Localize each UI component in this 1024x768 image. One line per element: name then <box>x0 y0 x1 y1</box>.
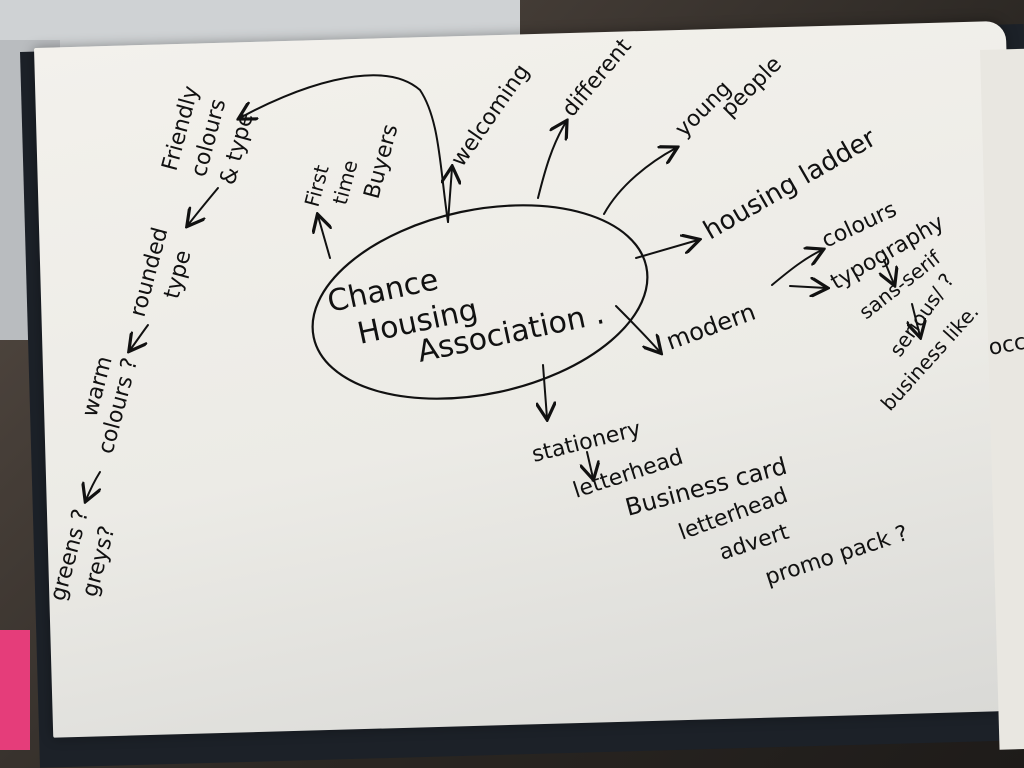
node-rounded: rounded type <box>126 225 197 320</box>
edge-center-welcoming <box>448 168 452 223</box>
central-node: Chance Housing Association . <box>324 262 607 370</box>
node-welcoming: welcoming <box>446 60 535 172</box>
node-young-people: young people <box>671 52 787 142</box>
node-first-line-3: Buyers <box>360 122 404 202</box>
edge-modern-typography <box>789 286 826 288</box>
edge-rounded-warm <box>130 324 149 350</box>
edge-modern-colours <box>771 250 822 286</box>
central-node-ellipse <box>311 204 649 400</box>
pink-folder-edge <box>0 630 30 750</box>
node-greens: greens ? greys? <box>46 507 121 604</box>
edge-warm-greens <box>86 471 100 500</box>
node-friendly: Friendly colours & type <box>158 83 259 187</box>
edge-center-different <box>537 122 566 199</box>
edge-center-young <box>603 148 676 215</box>
node-warm: warm colours ? <box>78 354 144 457</box>
node-stationery-group: stationery letterhead Business card lett… <box>529 417 911 591</box>
edge-center-first <box>318 216 330 259</box>
edge-typography-sans <box>884 259 894 284</box>
node-first-line-2: time <box>328 157 363 207</box>
node-modern: modern <box>662 298 759 356</box>
node-different: different <box>557 34 636 122</box>
edge-center-ladder <box>635 240 698 259</box>
edge-friendly-rounded <box>188 187 219 225</box>
edge-center-modern <box>615 305 660 352</box>
edge-center-stationery <box>543 364 547 418</box>
node-occ: occ <box>987 330 1024 361</box>
node-first-time-buyers: First time Buyers <box>300 122 404 210</box>
edge-sans-serious <box>912 303 920 336</box>
node-stationery: stationery <box>529 417 643 468</box>
edge-stationery-letterhead <box>587 451 593 478</box>
